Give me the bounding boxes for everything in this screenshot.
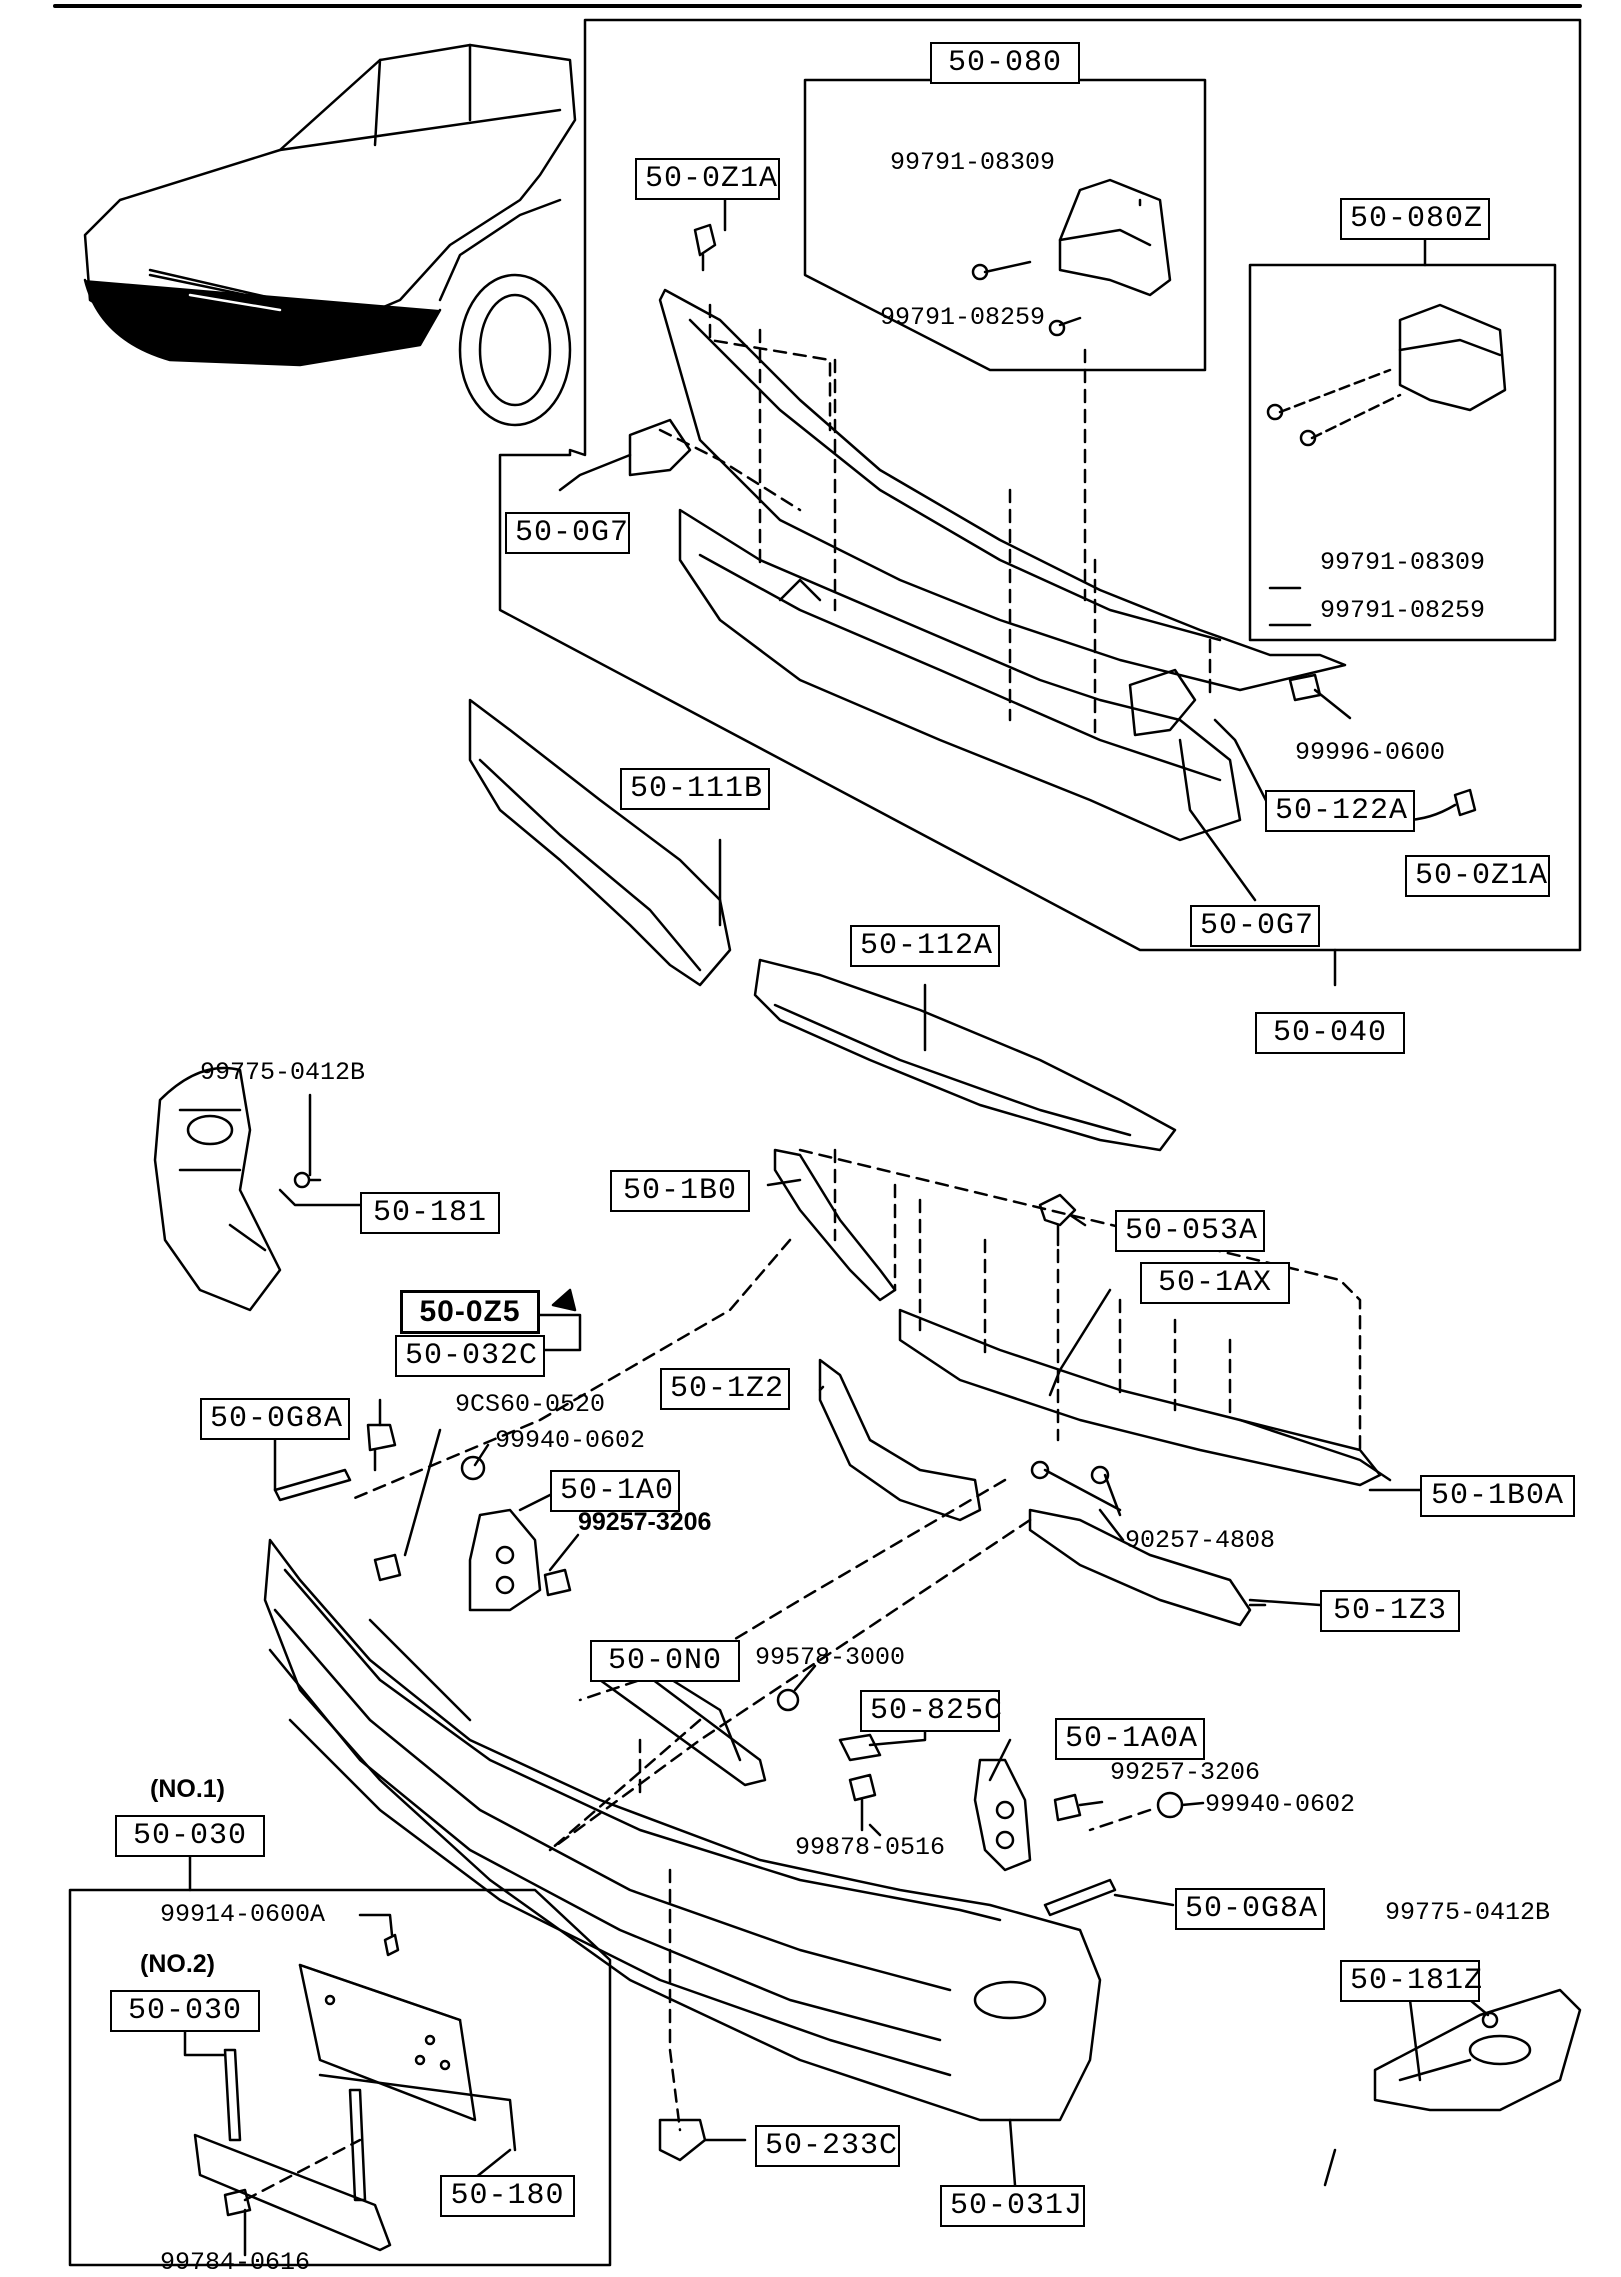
callout-50-031j: 50-031J	[940, 2185, 1085, 2227]
callout-50-0z1a-top: 50-0Z1A	[635, 158, 780, 200]
callout-50-030-no1: 50-030	[115, 1815, 265, 1857]
callout-50-1ax: 50-1AX	[1140, 1262, 1290, 1304]
callout-50-181z: 50-181Z	[1340, 1960, 1482, 2002]
callout-50-181: 50-181	[360, 1192, 500, 1234]
callout-50-080: 50-080	[930, 42, 1080, 84]
part-99996-0600: 99996-0600	[1295, 738, 1446, 767]
bracket-181z-icon	[1373, 1988, 1582, 2112]
callout-50-0g8a-right: 50-0G8A	[1175, 1888, 1325, 1930]
part-99940-0602-left: 99940-0602	[495, 1426, 646, 1455]
callout-50-0g7-right: 50-0G7	[1190, 905, 1320, 947]
part-99775-0412b-right: 99775-0412B	[1385, 1898, 1551, 1927]
callout-50-111b: 50-111B	[620, 768, 770, 810]
callout-50-0z1a-right: 50-0Z1A	[1405, 855, 1550, 897]
callout-50-1b0a: 50-1B0A	[1420, 1475, 1575, 1517]
callout-50-0z5: 50-0Z5	[400, 1290, 540, 1334]
part-99257-3206-left: 99257-3206	[578, 1508, 712, 1536]
part-99791-08309-top: 99791-08309	[890, 148, 1056, 177]
callout-50-1a0: 50-1A0	[550, 1470, 680, 1512]
callout-50-080z: 50-080Z	[1340, 198, 1490, 240]
callout-50-0g7-left: 50-0G7	[505, 512, 630, 554]
part-99257-3206-right: 99257-3206	[1110, 1758, 1261, 1787]
part-99791-08259-top: 99791-08259	[880, 303, 1046, 332]
callout-50-1z3: 50-1Z3	[1320, 1590, 1460, 1632]
variant-no1-label: (NO.1)	[150, 1775, 225, 1803]
bumper-cover-icon	[263, 1538, 1102, 2122]
callout-50-0g8a-left: 50-0G8A	[200, 1398, 350, 1440]
part-90257-4808: 90257-4808	[1125, 1526, 1276, 1555]
variant-no2-label: (NO.2)	[140, 1950, 215, 1978]
callout-50-180: 50-180	[440, 2175, 575, 2217]
part-99775-0412b-left: 99775-0412B	[200, 1058, 366, 1087]
license-plate-icon	[298, 1963, 477, 2122]
part-99914-0600a: 99914-0600A	[160, 1900, 326, 1929]
car-icon	[83, 43, 577, 427]
part-99578-3000: 99578-3000	[755, 1643, 906, 1672]
callout-50-1a0a: 50-1A0A	[1055, 1718, 1205, 1760]
callout-50-1z2: 50-1Z2	[660, 1368, 790, 1410]
callout-50-030-no2: 50-030	[110, 1990, 260, 2032]
part-99791-08309-right: 99791-08309	[1320, 548, 1486, 577]
part-99878-0516: 99878-0516	[795, 1833, 946, 1862]
callout-50-122a: 50-122A	[1265, 790, 1415, 832]
callout-50-053a: 50-053A	[1115, 1210, 1265, 1252]
callout-50-040: 50-040	[1255, 1012, 1405, 1054]
part-9cs60-0520: 9CS60-0520	[455, 1390, 606, 1419]
part-99940-0602-right: 99940-0602	[1205, 1790, 1356, 1819]
callout-50-0n0: 50-0N0	[590, 1640, 740, 1682]
callout-50-112a: 50-112A	[850, 925, 1000, 967]
part-99791-08259-right: 99791-08259	[1320, 596, 1486, 625]
part-99784-0616: 99784-0616	[160, 2248, 311, 2277]
callout-50-233c: 50-233C	[755, 2125, 900, 2167]
callout-50-1b0: 50-1B0	[610, 1170, 750, 1212]
callout-50-032c: 50-032C	[395, 1335, 545, 1377]
bracket-181-icon	[153, 1066, 282, 1312]
callout-50-825c: 50-825C	[860, 1690, 1002, 1732]
